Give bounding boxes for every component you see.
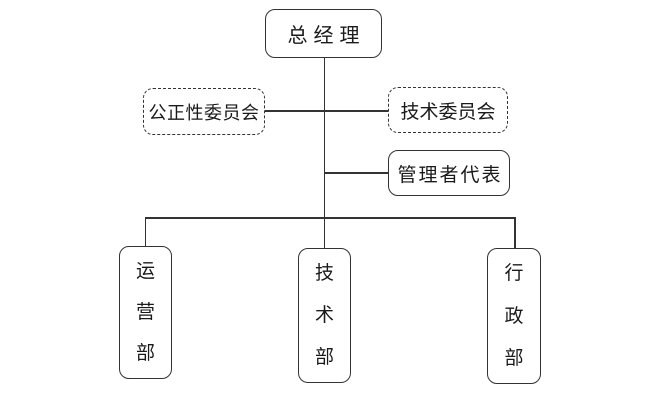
node-label: 技术委员会 [400, 101, 496, 123]
operations-drop-line [144, 217, 146, 246]
node-general-manager: 总经理 [265, 9, 382, 58]
node-technical-dept: 技 术 部 [298, 248, 351, 383]
node-label-char: 行 [504, 263, 524, 284]
administration-drop-line [514, 217, 516, 248]
node-label-char: 技 [314, 263, 334, 284]
departments-distribution-line [144, 217, 515, 219]
node-technical-committee: 技术委员会 [388, 87, 508, 133]
node-label-char: 政 [504, 305, 524, 327]
node-management-representative: 管理者代表 [388, 150, 510, 196]
node-label-char: 术 [314, 305, 334, 326]
node-label-char: 部 [314, 347, 334, 368]
committees-connector-line [265, 110, 388, 112]
management-rep-connector-line [325, 172, 388, 174]
node-label-char: 部 [135, 343, 155, 364]
trunk-connector-line [323, 58, 325, 248]
node-label-char: 营 [135, 302, 155, 323]
node-label-char: 部 [504, 348, 524, 369]
node-administration-dept: 行 政 部 [487, 248, 541, 384]
node-impartiality-committee: 公正性委员会 [143, 88, 265, 135]
node-label: 管理者代表 [397, 164, 503, 186]
node-label: 总经理 [287, 25, 366, 47]
node-label-char: 运 [135, 261, 155, 282]
node-operations-dept: 运 营 部 [119, 246, 172, 379]
node-label: 公正性委员会 [148, 102, 260, 123]
